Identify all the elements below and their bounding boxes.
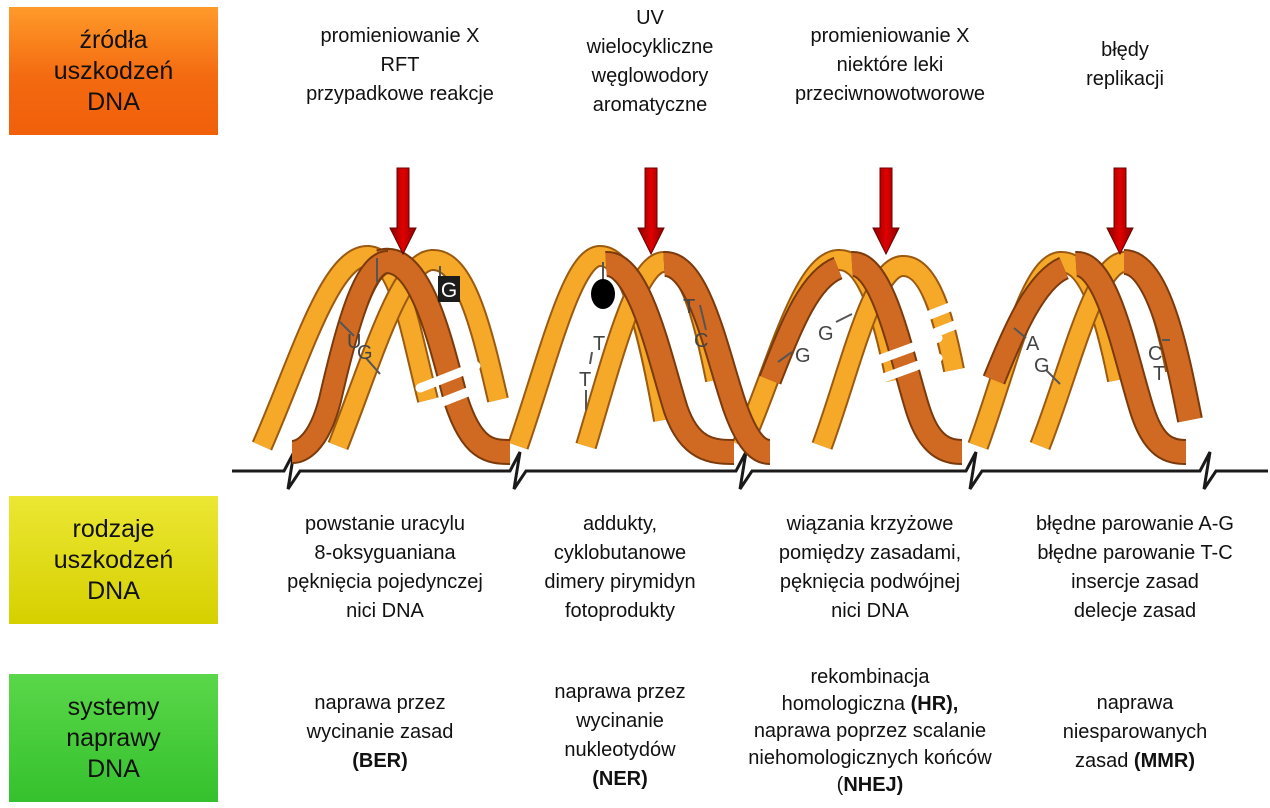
damage-label-line-1: rodzaje — [72, 514, 155, 543]
mmr-abbr: (MMR) — [1133, 750, 1196, 772]
damage-1-line-4: nici DNA — [346, 600, 424, 622]
damage-cell-2: addukty, cyklobutanowe dimery pirymidyn … — [510, 510, 730, 626]
source-3-line-1: promieniowanie X — [810, 25, 970, 47]
base-g-4: G — [1034, 355, 1050, 377]
hr-line-2: homologiczna (HR), — [720, 691, 1020, 718]
mmr-line-3: zasad (MMR) — [1040, 747, 1230, 776]
nhej-open-paren: ( — [836, 774, 844, 796]
adduct-marker — [591, 279, 615, 309]
base-a: A — [1026, 333, 1040, 355]
ber-line-2: wycinanie zasad — [306, 721, 454, 743]
source-cell-2: UV wielocykliczne węglowodory aromatyczn… — [540, 4, 760, 120]
damage-3-line-2: pomiędzy zasadami, — [778, 542, 962, 564]
base-g-1: G — [357, 342, 373, 364]
damage-3-line-4: nici DNA — [831, 600, 909, 622]
ner-abbr: (NER) — [592, 768, 648, 790]
damage-arrows — [389, 167, 1134, 256]
mmr-line-1: naprawa — [1096, 692, 1174, 714]
source-4-line-1: błędy — [1101, 39, 1149, 61]
mmr-line-3-text: zasad — [1074, 750, 1134, 772]
damage-cell-4: błędne parowanie A-G błędne parowanie T-… — [1010, 510, 1260, 626]
damage-3-line-1: wiązania krzyżowe — [786, 513, 954, 535]
source-4-line-2: replikacji — [1086, 68, 1164, 90]
damage-2-line-3: dimery pirymidyn — [544, 571, 696, 593]
source-cell-4: błędy replikacji — [1040, 36, 1210, 94]
hr-line-3: naprawa poprzez scalanie — [753, 720, 987, 742]
base-u: U — [347, 331, 361, 353]
base-c-1: C — [694, 330, 708, 352]
repair-cell-ber: naprawa przez wycinanie zasad (BER) — [270, 689, 490, 776]
source-2-line-2: wielocykliczne — [586, 36, 714, 58]
strand-breaks — [415, 291, 983, 415]
damage-1-line-1: powstanie uracylu — [304, 513, 466, 535]
arrow-down-icon — [389, 167, 417, 256]
base-t-2: T — [579, 369, 591, 391]
source-3-line-2: niektóre leki — [836, 54, 944, 76]
arrow-down-icon — [637, 167, 665, 256]
repair-row-label: systemy naprawy DNA — [9, 674, 218, 802]
ber-line-1: naprawa przez — [314, 692, 446, 714]
ber-abbr: (BER) — [352, 750, 408, 772]
hr-line-5: (NHEJ) — [720, 772, 1020, 799]
damage-label-line-3: DNA — [87, 576, 140, 605]
hr-line-4: niehomologicznych końców — [748, 747, 992, 769]
source-2-line-1: UV — [636, 7, 664, 29]
base-g-2: G — [795, 345, 811, 367]
source-1-line-3: przypadkowe reakcje — [306, 83, 494, 105]
hr-line-2-text: homologiczna — [781, 693, 911, 715]
sources-label-line-1: źródła — [79, 25, 148, 54]
source-1-line-2: RFT — [380, 54, 420, 76]
damage-4-line-3: insercje zasad — [1071, 571, 1199, 593]
sources-label-line-2: uszkodzeń — [53, 56, 174, 85]
repair-cell-mmr: naprawa niesparowanych zasad (MMR) — [1040, 689, 1230, 776]
arrow-down-icon — [872, 167, 900, 256]
base-g-3: G — [818, 323, 834, 345]
repair-label-line-1: systemy — [67, 692, 160, 721]
base-t-1: T — [593, 333, 605, 355]
source-cell-3: promieniowanie X niektóre leki przeciwno… — [770, 22, 1010, 109]
damage-3-line-3: pęknięcia podwójnej — [779, 571, 961, 593]
damage-2-line-4: fotoprodukty — [564, 600, 676, 622]
base-c-2: C — [1148, 343, 1162, 365]
damage-cell-1: powstanie uracylu 8-oksyguaniana pęknięc… — [260, 510, 510, 626]
damage-label-line-2: uszkodzeń — [53, 545, 174, 574]
hr-line-1: rekombinacja — [810, 666, 930, 688]
arrow-down-icon — [1106, 167, 1134, 256]
ner-line-3: nukleotydów — [564, 739, 676, 761]
damage-1-line-2: 8-oksyguaniana — [314, 542, 456, 564]
sources-label-line-3: DNA — [87, 87, 140, 116]
source-2-line-4: aromatyczne — [592, 94, 708, 116]
base-g-marked: G — [441, 279, 457, 302]
mmr-line-2: niesparowanych — [1062, 721, 1208, 743]
repair-cell-hr-nhej: rekombinacja homologiczna (HR), naprawa … — [720, 664, 1020, 799]
oxoguanine-box — [438, 276, 460, 302]
source-2-line-3: węglowodory — [591, 65, 709, 87]
nhej-abbr: NHEJ) — [843, 774, 904, 796]
front-strand — [290, 248, 1203, 465]
damage-2-line-1: addukty, — [582, 513, 658, 535]
damage-2-line-2: cyklobutanowe — [553, 542, 687, 564]
hr-abbr: (HR), — [910, 693, 959, 715]
damage-4-line-1: błędne parowanie A-G — [1036, 513, 1234, 535]
ner-line-2: wycinanie — [576, 710, 664, 732]
base-letters: U G T T T C G G A G C T — [347, 296, 1165, 391]
source-1-line-1: promieniowanie X — [320, 25, 480, 47]
damage-4-line-2: błędne parowanie T-C — [1037, 542, 1233, 564]
base-t-4: T — [1153, 363, 1165, 385]
base-t-3: T — [683, 296, 695, 318]
damage-row-label: rodzaje uszkodzeń DNA — [9, 496, 218, 624]
damage-cell-3: wiązania krzyżowe pomiędzy zasadami, pęk… — [750, 510, 990, 626]
source-cell-1: promieniowanie X RFT przypadkowe reakcje — [270, 22, 530, 109]
baseline — [232, 451, 1268, 490]
source-3-line-3: przeciwnowotworowe — [794, 83, 986, 105]
repair-label-line-2: naprawy — [66, 723, 161, 752]
damage-4-line-4: delecje zasad — [1073, 600, 1197, 622]
repair-cell-ner: naprawa przez wycinanie nukleotydów (NER… — [510, 678, 730, 794]
damage-1-line-3: pęknięcia pojedynczej — [287, 571, 483, 593]
ner-line-1: naprawa przez — [554, 681, 686, 703]
sources-row-label: źródła uszkodzeń DNA — [9, 7, 218, 135]
repair-label-line-3: DNA — [87, 754, 140, 783]
